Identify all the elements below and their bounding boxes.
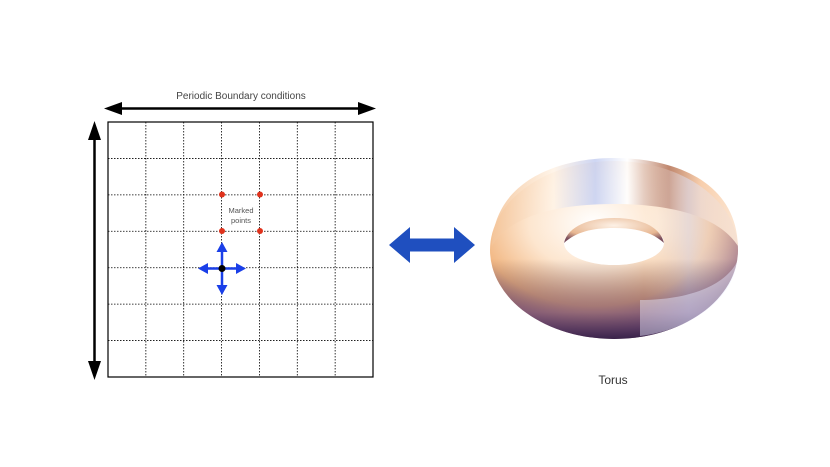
marked-points: [219, 191, 263, 234]
grid-title: Periodic Boundary conditions: [176, 91, 306, 102]
center-point: [218, 265, 226, 272]
torus-image: [490, 158, 738, 339]
lattice-grid: [107, 121, 374, 378]
vertical-periodic-arrow: [88, 121, 101, 380]
marked-point: [219, 191, 225, 198]
marked-point: [219, 228, 225, 234]
marked-point: [257, 191, 263, 198]
horizontal-periodic-arrow: [104, 102, 376, 115]
torus-label: Torus: [598, 373, 627, 387]
marked-points-label-line2: points: [231, 216, 251, 225]
equivalence-arrow: [389, 227, 475, 263]
marked-points-label-line1: Marked: [228, 206, 253, 215]
marked-point: [257, 228, 263, 234]
